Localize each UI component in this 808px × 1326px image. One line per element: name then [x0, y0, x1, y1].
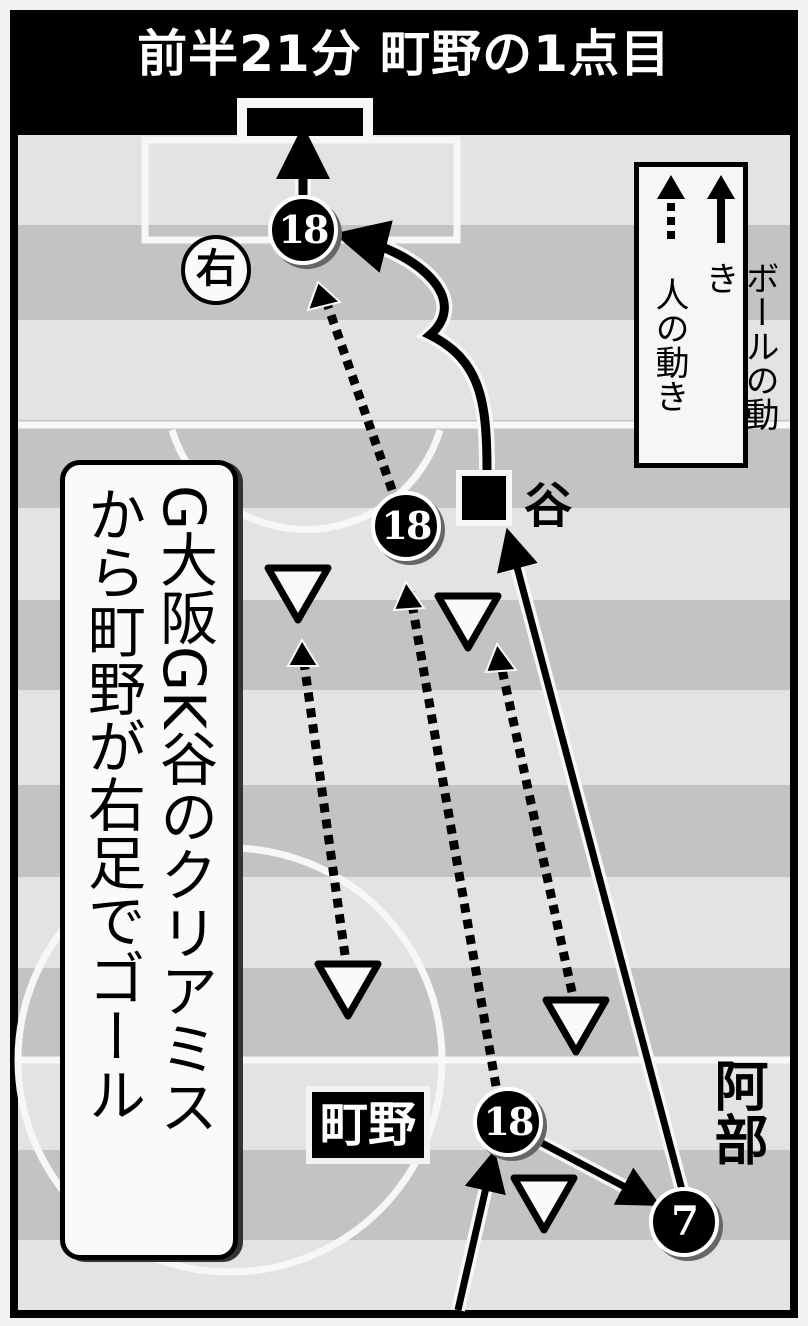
caption-box: G大阪GK谷のクリアミス から町野が右足でゴール — [60, 460, 238, 1260]
goal — [237, 98, 373, 138]
player-path-arrowheads — [286, 280, 518, 674]
abe-label: 阿部 — [705, 1058, 768, 1166]
player-18-middle: 18 — [371, 491, 441, 561]
ball-path — [276, 125, 689, 1312]
right-foot-badge: 右 — [181, 235, 251, 305]
opponent-4 — [542, 996, 610, 1056]
legend: ボールの動き 人の動き — [634, 162, 779, 468]
opponent-3 — [314, 960, 382, 1020]
page-title: 前半21分 町野の1点目 — [137, 25, 671, 83]
caption-line-2: から町野が右足でゴール — [78, 485, 146, 1123]
player-18-shot: 18 — [268, 195, 338, 265]
machino-label: 町野 — [306, 1086, 431, 1164]
legend-arrows — [657, 175, 735, 243]
player-7: 7 — [649, 1187, 719, 1257]
dotted-arrow-icon — [657, 175, 685, 239]
goalkeeper-label: 谷 — [524, 478, 573, 534]
opponent-5 — [510, 1174, 578, 1234]
caption-line-1: G大阪GK谷のクリアミス — [150, 485, 218, 1135]
goalkeeper-marker — [456, 470, 512, 526]
opponent-1 — [264, 564, 332, 624]
player-paths — [298, 290, 577, 1087]
solid-arrow-icon — [707, 175, 735, 243]
legend-ball-movement: ボールの動き — [699, 261, 779, 431]
legend-player-movement: 人の動き — [649, 277, 689, 413]
opponent-2 — [434, 592, 502, 652]
player-18-start: 18 — [473, 1087, 543, 1157]
opponent-markers — [264, 564, 610, 1234]
